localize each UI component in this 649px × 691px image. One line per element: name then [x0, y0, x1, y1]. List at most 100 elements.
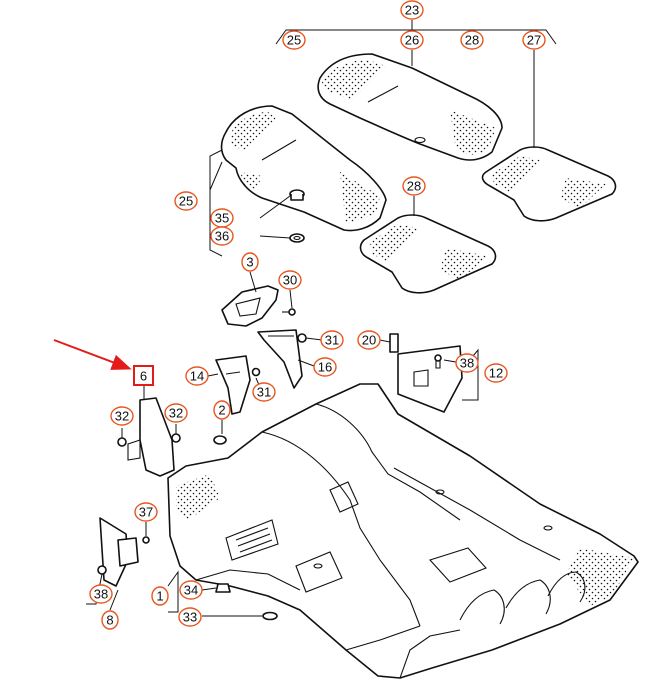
callout-32-left: 32 [110, 406, 134, 426]
callout-number: 33 [183, 610, 197, 625]
callout-oval [213, 400, 231, 420]
callout-34: 34 [179, 580, 203, 600]
callout-2: 2 [213, 400, 231, 420]
callout-23: 23 [400, 0, 424, 20]
callout-28-top: 28 [460, 30, 484, 50]
callout-number: 35 [215, 211, 229, 226]
callout-oval [110, 406, 134, 426]
callout-36: 36 [210, 226, 234, 246]
callout-oval [178, 607, 202, 627]
trim-panel-part-8 [97, 517, 150, 587]
bracket-part-14 [215, 355, 261, 415]
callout-oval [179, 580, 203, 600]
callout-oval [313, 357, 337, 377]
callout-number: 25 [179, 194, 193, 209]
callout-number: 2 [218, 403, 225, 418]
callout-27: 27 [522, 30, 546, 50]
callout-25-top: 25 [282, 30, 306, 50]
callout-38-right: 38 [455, 353, 479, 373]
callout-number: 30 [283, 273, 297, 288]
callout-37: 37 [134, 502, 158, 522]
callout-oval [101, 610, 119, 630]
callout-oval [357, 330, 381, 350]
highlight-indicator: 6 [53, 339, 154, 386]
cap-part-2 [213, 435, 227, 445]
callout-number: 32 [115, 409, 129, 424]
floor-mat-rear-right [481, 146, 617, 222]
callout-oval [252, 382, 276, 402]
callout-35: 35 [210, 208, 234, 228]
callout-12: 12 [484, 363, 508, 383]
callout-oval [185, 366, 209, 386]
floor-mat-front-right [317, 53, 503, 161]
leader-lines [86, 20, 557, 617]
floor-mat-front-left [220, 105, 387, 232]
callout-31-lower: 31 [252, 382, 276, 402]
callout-oval [455, 353, 479, 373]
trim-panel-part-6 [117, 397, 181, 477]
callout-number: 38 [94, 587, 108, 602]
callout-oval [241, 252, 259, 272]
callout-oval [134, 502, 158, 522]
callout-3: 3 [241, 252, 259, 272]
mat-clip [289, 189, 305, 243]
nut-part-34 [215, 583, 278, 621]
callout-oval [320, 330, 344, 350]
callout-oval [460, 30, 484, 50]
callout-number: 32 [169, 406, 183, 421]
callout-oval [89, 584, 113, 604]
callout-26: 26 [400, 30, 424, 50]
callout-number: 23 [405, 3, 419, 18]
callout-oval [278, 270, 302, 290]
callout-oval [151, 586, 169, 606]
callout-32-right: 32 [164, 403, 188, 423]
callout-number: 28 [465, 33, 479, 48]
callout-number: 27 [527, 33, 541, 48]
callout-31-upper: 31 [320, 330, 344, 350]
callout-oval [484, 363, 508, 383]
callout-16: 16 [313, 357, 337, 377]
callout-number: 37 [139, 505, 153, 520]
callout-oval [174, 191, 198, 211]
callout-number: 16 [318, 360, 332, 375]
callout-number: 1 [156, 589, 163, 604]
floor-mat-rear-left [359, 214, 497, 294]
callout-number: 3 [246, 255, 253, 270]
callout-oval [402, 176, 426, 196]
callout-number: 34 [184, 583, 198, 598]
callout-14: 14 [185, 366, 209, 386]
callout-1: 1 [151, 586, 169, 606]
callout-38-left: 38 [89, 584, 113, 604]
callout-oval [282, 30, 306, 50]
callout-number: 28 [407, 179, 421, 194]
callout-oval [210, 226, 234, 246]
callout-number: 8 [106, 613, 113, 628]
callout-20: 20 [357, 330, 381, 350]
callout-oval [522, 30, 546, 50]
callout-number: 31 [257, 385, 271, 400]
callout-30: 30 [278, 270, 302, 290]
main-floor-carpet [167, 383, 639, 679]
callout-number: 26 [405, 33, 419, 48]
bracket-part-20 [389, 333, 399, 353]
trim-cover-part-12 [397, 345, 463, 413]
callout-oval [164, 403, 188, 423]
bracket-part-16 [257, 329, 307, 389]
callout-33: 33 [178, 607, 202, 627]
callout-number: 38 [460, 356, 474, 371]
callout-8: 8 [101, 610, 119, 630]
callout-oval [400, 0, 424, 20]
callout-number: 12 [489, 366, 503, 381]
red-arrow-icon [53, 339, 132, 370]
bracket-part-3 [221, 285, 296, 327]
highlight-box [133, 365, 154, 386]
callout-number: 20 [362, 333, 376, 348]
callout-number: 31 [325, 333, 339, 348]
callout-number: 25 [287, 33, 301, 48]
callout-number: 14 [190, 369, 204, 384]
callout-25-left: 25 [174, 191, 198, 211]
callout-oval [400, 30, 424, 50]
